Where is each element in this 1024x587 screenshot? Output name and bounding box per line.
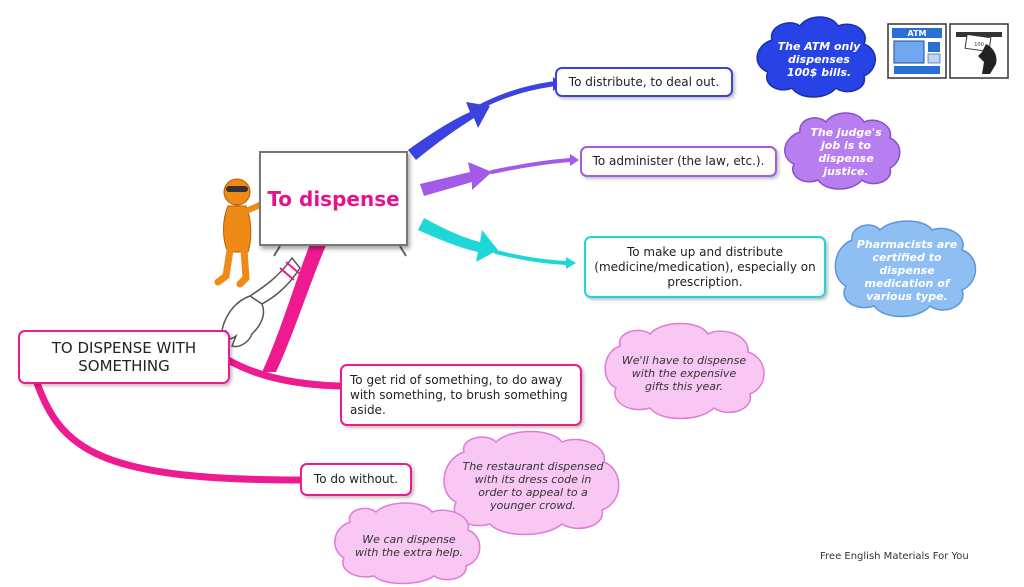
phrasal-node[interactable]: TO DISPENSE WITH SOMETHING bbox=[18, 330, 230, 384]
example-cloud-help bbox=[334, 502, 481, 585]
atm-machine-icon: ATM bbox=[887, 23, 947, 79]
phrasal-node-label: TO DISPENSE WITH SOMETHING bbox=[51, 339, 197, 375]
example-text-atm: The ATM only dispenses 100$ bills. bbox=[777, 39, 861, 79]
bill-amount-label: 100 bbox=[974, 42, 984, 48]
phrasal-meaning-node-get-rid[interactable]: To get rid of something, to do away with… bbox=[340, 364, 582, 426]
footer-credit: Free English Materials For You bbox=[820, 551, 969, 562]
meaning-node-administer[interactable]: To administer (the law, etc.). bbox=[580, 146, 777, 177]
meaning-node-distribute[interactable]: To distribute, to deal out. bbox=[555, 67, 733, 97]
branch-get-rid bbox=[224, 356, 344, 390]
meaning-label: To administer (the law, etc.). bbox=[592, 154, 765, 168]
board-leg bbox=[399, 245, 407, 257]
atm-sign-label: ATM bbox=[908, 29, 927, 38]
phrasal-meaning-label: To do without. bbox=[313, 472, 399, 486]
example-text-pharmacist: Pharmacists are certified to dispense me… bbox=[856, 237, 958, 303]
arrow-administer bbox=[420, 162, 492, 196]
arrow-medicine-head bbox=[566, 257, 576, 269]
example-text-judge: The judge's job is to dispense justice. bbox=[810, 126, 882, 178]
phrasal-meaning-label: To get rid of something, to do away with… bbox=[350, 372, 568, 417]
arrow-medicine bbox=[418, 218, 498, 262]
branch-to-central bbox=[262, 230, 330, 372]
presenter-figure-icon bbox=[214, 178, 273, 288]
example-cloud-pharmacist bbox=[834, 220, 977, 318]
meaning-node-medicine[interactable]: To make up and distribute (medicine/medi… bbox=[584, 236, 826, 298]
cash-withdraw-icon: 100 bbox=[949, 23, 1009, 79]
arrow-distribute-tail bbox=[475, 81, 555, 111]
arrow-administer-tail bbox=[490, 158, 572, 174]
central-concept-board[interactable]: To dispense bbox=[259, 151, 408, 246]
board-leg bbox=[273, 245, 281, 257]
arrow-administer-head bbox=[570, 154, 579, 166]
branch-do-without bbox=[32, 376, 304, 484]
example-text-help: We can dispense with the extra help. bbox=[354, 533, 463, 559]
example-cloud-gifts bbox=[604, 322, 765, 420]
example-cloud-judge bbox=[784, 112, 901, 190]
meaning-label: To make up and distribute (medicine/medi… bbox=[594, 244, 816, 289]
arrow-medicine-tail bbox=[494, 250, 568, 265]
phrasal-meaning-node-do-without[interactable]: To do without. bbox=[300, 463, 412, 496]
meaning-label: To distribute, to deal out. bbox=[568, 74, 720, 89]
example-text-restaurant: The restaurant dispensed with its dress … bbox=[462, 460, 604, 512]
arrow-distribute bbox=[408, 102, 490, 160]
example-cloud-atm bbox=[756, 16, 876, 98]
central-concept-label: To dispense bbox=[267, 186, 400, 211]
example-text-gifts: We'll have to dispense with the expensiv… bbox=[621, 353, 747, 393]
